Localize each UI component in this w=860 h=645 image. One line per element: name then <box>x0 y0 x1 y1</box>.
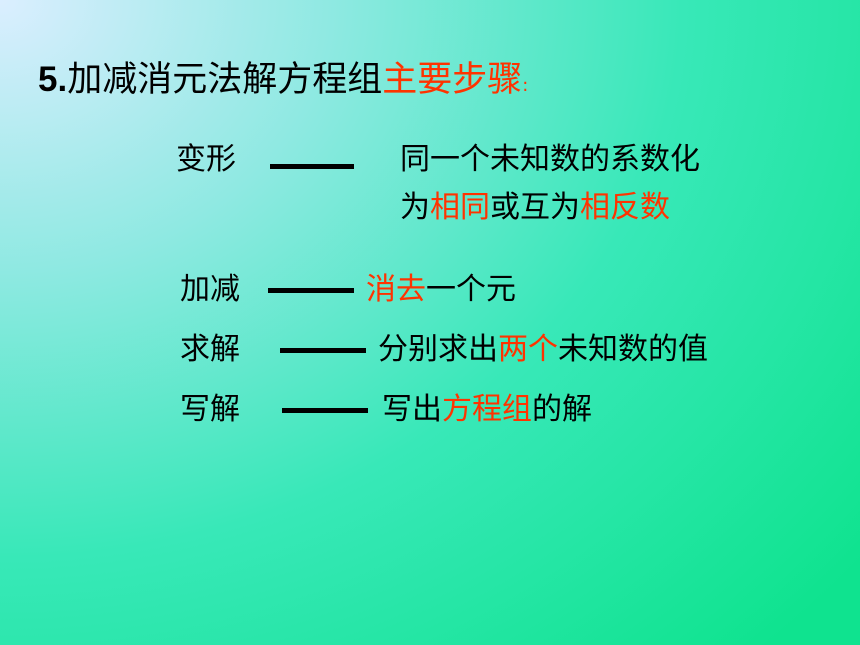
step-desc-transform: 同一个未知数的系数化 为相同或互为相反数 <box>400 136 700 232</box>
title-highlight: 主要步骤 <box>382 60 523 100</box>
desc-text: 一个元 <box>426 272 516 307</box>
desc-highlight: 消去 <box>366 272 426 307</box>
desc-text: 写出 <box>382 392 442 427</box>
desc-text: 同一个未知数的系数化 <box>400 142 700 177</box>
step-desc-addsub: 消去一个元 <box>366 270 516 310</box>
step-label-solve: 求解 <box>180 332 240 367</box>
desc-highlight: 方程组 <box>442 392 532 427</box>
desc-highlight: 相反数 <box>580 190 670 225</box>
title-main: 加减消元法解方程组 <box>67 60 383 100</box>
desc-text: 或互为 <box>490 190 580 225</box>
desc-text: 分别求出 <box>378 332 498 367</box>
step-desc-write: 写出方程组的解 <box>382 390 592 430</box>
step-desc-transform-line-1: 同一个未知数的系数化 <box>400 136 700 184</box>
slide-title: 5.加减消元法解方程组主要步骤: <box>38 58 528 108</box>
desc-text: 的解 <box>532 392 592 427</box>
step-dash-write <box>282 408 368 413</box>
step-desc-transform-line-2: 为相同或互为相反数 <box>400 184 700 232</box>
step-dash-addsub <box>268 288 354 293</box>
step-label-transform: 变形 <box>176 142 236 177</box>
desc-text: 为 <box>400 190 430 225</box>
desc-highlight: 两个 <box>498 332 558 367</box>
step-dash-transform <box>270 164 354 169</box>
step-label-write: 写解 <box>180 392 240 427</box>
step-desc-solve: 分别求出两个未知数的值 <box>378 330 708 370</box>
title-colon: : <box>522 75 529 96</box>
step-label-addsub: 加减 <box>180 272 240 307</box>
desc-text: 未知数的值 <box>558 332 708 367</box>
title-number: 5. <box>38 60 68 99</box>
desc-highlight: 相同 <box>430 190 490 225</box>
step-dash-solve <box>280 348 366 353</box>
